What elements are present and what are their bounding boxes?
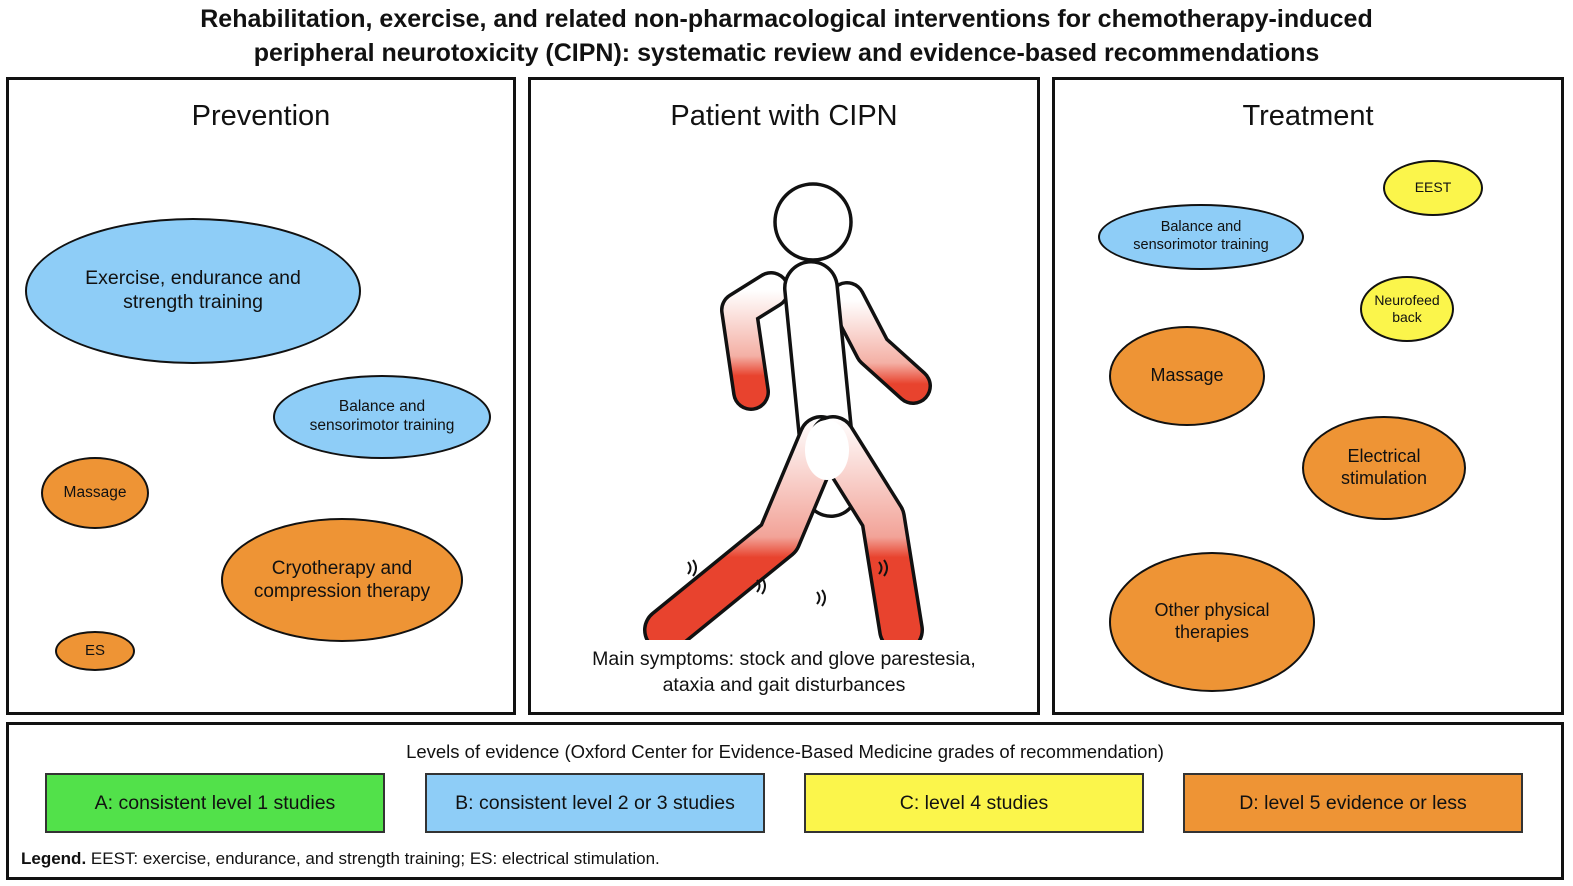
legend-bold: Legend.	[21, 849, 87, 868]
levels-title: Levels of evidence (Oxford Center for Ev…	[406, 741, 1164, 762]
tremor-marks	[687, 559, 888, 607]
grade-b-box: B: consistent level 2 or 3 studies	[425, 773, 765, 833]
prevention-cryotherapy-oval: Cryotherapy and compression therapy	[221, 518, 463, 642]
treatment-other-oval: Other physical therapies	[1109, 552, 1315, 692]
figure-head	[773, 182, 853, 262]
treatment-panel: Treatment EEST Balance and sensorimotor …	[1052, 77, 1564, 715]
treatment-heading: Treatment	[1242, 100, 1374, 132]
diagram-title: Rehabilitation, exercise, and related no…	[0, 2, 1573, 70]
oval-line: ES	[84, 641, 105, 659]
oval-line: Cryotherapy and	[271, 557, 413, 579]
oval-line: back	[1392, 309, 1422, 325]
patient-heading: Patient with CIPN	[670, 100, 898, 132]
oval-line: sensorimotor training	[309, 417, 455, 434]
prevention-heading: Prevention	[191, 100, 331, 132]
oval-line: Other physical	[1154, 600, 1270, 621]
symptoms-line-2: ataxia and gait disturbances	[662, 674, 906, 696]
oval-line: compression therapy	[253, 581, 431, 602]
grade-b-label: B: consistent level 2 or 3 studies	[455, 791, 735, 814]
figure-left-arm	[720, 271, 790, 411]
oval-line: Massage	[1150, 365, 1224, 386]
oval-line: EEST	[1414, 179, 1452, 196]
oval-line: strength training	[123, 291, 263, 313]
oval-line: Massage	[63, 483, 127, 501]
treatment-massage-oval: Massage	[1109, 326, 1265, 426]
treatment-neurofeedback-oval: Neurofeed back	[1360, 276, 1454, 342]
symptoms-text: Main symptoms: stock and glove parestesi…	[531, 646, 1037, 698]
treatment-balance-oval: Balance and sensorimotor training	[1098, 204, 1304, 270]
walking-figure	[643, 182, 932, 640]
prevention-es-oval: ES	[55, 631, 135, 671]
patient-panel: Patient with CIPN	[528, 77, 1040, 715]
treatment-electrical-oval: Electrical stimulation	[1302, 416, 1466, 520]
legend-note: Legend. EEST: exercise, endurance, and s…	[21, 849, 660, 869]
grade-a-label: A: consistent level 1 studies	[94, 791, 336, 814]
oval-line: Electrical	[1347, 446, 1421, 467]
oval-line: sensorimotor training	[1133, 237, 1269, 253]
prevention-balance-oval: Balance and sensorimotor training	[273, 375, 491, 459]
grade-d-box: D: level 5 evidence or less	[1183, 773, 1523, 833]
legend-text: EEST: exercise, endurance, and strength …	[90, 849, 660, 868]
prevention-panel: Prevention Exercise, endurance and stren…	[6, 77, 516, 715]
figure-right-leg	[810, 415, 924, 640]
title-line-1: Rehabilitation, exercise, and related no…	[200, 5, 1373, 33]
figure-left-leg	[643, 415, 844, 640]
oval-line: Neurofeed	[1374, 291, 1440, 308]
prevention-massage-oval: Massage	[41, 457, 149, 529]
oval-line: Balance and	[1160, 219, 1242, 236]
grade-d-label: D: level 5 evidence or less	[1239, 791, 1467, 814]
symptoms-line-1: Main symptoms: stock and glove parestesi…	[592, 648, 976, 670]
oval-line: Balance and	[338, 398, 426, 416]
grade-c-box: C: level 4 studies	[804, 773, 1144, 833]
oval-line: therapies	[1174, 622, 1250, 642]
title-line-2: peripheral neurotoxicity (CIPN): systema…	[253, 39, 1320, 67]
figure-hip-cover	[805, 420, 849, 480]
grade-c-label: C: level 4 studies	[899, 791, 1049, 814]
oval-line: stimulation	[1340, 468, 1428, 488]
prevention-exercise-oval: Exercise, endurance and strength trainin…	[25, 218, 361, 364]
treatment-eest-oval: EEST	[1383, 160, 1483, 216]
levels-of-evidence-panel: Levels of evidence (Oxford Center for Ev…	[6, 722, 1564, 880]
grade-a-box: A: consistent level 1 studies	[45, 773, 385, 833]
figure-right-arm	[828, 281, 932, 405]
oval-line: Exercise, endurance and	[85, 267, 301, 290]
